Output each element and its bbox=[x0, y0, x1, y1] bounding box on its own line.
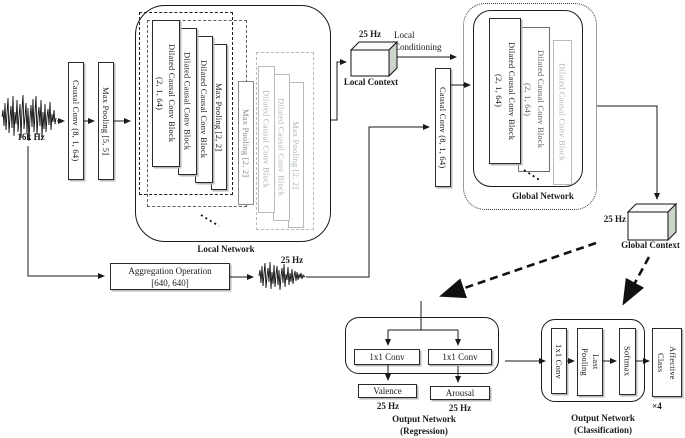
input-max-pooling-label: Max Pooling [5, 5] bbox=[101, 86, 111, 156]
softmax-block: Softmax bbox=[619, 328, 636, 395]
aggregated-waveform-icon bbox=[258, 261, 306, 291]
global-conv-1-label: Dilated Causal Conv Block bbox=[507, 41, 517, 141]
local-front-conv-block-1: Dilated Causal Conv Block (2, 1, 64) bbox=[152, 20, 180, 167]
softmax-label: Softmax bbox=[622, 346, 633, 377]
local-front-conv-block-3: Dilated Causal Conv Block bbox=[195, 36, 213, 183]
global-network-caption: Global Network bbox=[512, 191, 574, 201]
global-conv-2-label: Dilated Causal Conv Block bbox=[536, 50, 546, 149]
regression-conv-left-label: 1x1 Conv bbox=[369, 352, 405, 362]
local-front-conv-2-label: Dilated Causal Conv Block bbox=[182, 52, 193, 151]
valence-label: Valence bbox=[373, 386, 402, 396]
arousal-rate: 25 Hz bbox=[448, 403, 472, 413]
affective-class-word1: Affective bbox=[668, 345, 678, 380]
affective-class-text: Affective Class bbox=[655, 346, 679, 380]
classification-conv-label: 1x1 Conv bbox=[554, 343, 564, 379]
input-causal-conv-label: Causal Conv (8, 1, 64) bbox=[71, 80, 81, 162]
regression-conv-right-label: 1x1 Conv bbox=[442, 352, 478, 362]
local-front-conv-1-label: Dilated Causal Conv Block bbox=[167, 44, 177, 143]
regression-conv-left-block: 1x1 Conv bbox=[354, 349, 420, 365]
classification-caption-line1: Output Network bbox=[571, 413, 635, 423]
local-conditioning-word1: Local bbox=[394, 30, 415, 40]
global-conv-block-1: Dilated Causal Conv Block (2, 1, 64) bbox=[489, 18, 521, 164]
valence-rate: 25 Hz bbox=[376, 401, 400, 411]
local-conditioning-word2: Conditioning bbox=[394, 41, 442, 52]
local-back-conv-2-label: Dilated Causal Conv Block bbox=[276, 98, 287, 197]
last-pooling-block: Last Pooling bbox=[577, 328, 603, 396]
affective-class-block: Affective Class bbox=[652, 328, 682, 397]
regression-caption-line1: Output Network bbox=[392, 414, 456, 424]
local-network-container bbox=[135, 5, 331, 242]
local-back-conv-1-label: Dilated Causal Conv Block bbox=[261, 90, 272, 189]
arousal-block: Arousal bbox=[430, 386, 490, 400]
last-pooling-word1: Last bbox=[591, 354, 601, 370]
local-back-conv-block-2: Dilated Causal Conv Block bbox=[273, 74, 290, 221]
local-front-conv-block-2: Dilated Causal Conv Block bbox=[178, 28, 197, 175]
global-conv-2-text: Dilated Causal Conv Block (2, 1, 64) bbox=[521, 50, 547, 148]
local-context-rate: 25 Hz bbox=[358, 29, 382, 39]
global-context-cube-icon bbox=[626, 202, 678, 242]
local-front-group-outline bbox=[139, 12, 233, 195]
local-middle-maxpool-block: Max Pooling [2, 2] bbox=[238, 81, 254, 205]
global-context-rate: 25 Hz bbox=[603, 214, 626, 224]
global-branch-causal-conv-label: Causal Conv (8, 1, 64) bbox=[438, 86, 448, 169]
local-front-maxpool-label: Max Pooling [2, 2] bbox=[214, 82, 224, 152]
input-causal-conv-block: Causal Conv (8, 1, 64) bbox=[68, 62, 84, 180]
last-pooling-text: Last Pooling bbox=[579, 348, 601, 376]
local-back-conv-block-1: Dilated Causal Conv Block bbox=[258, 66, 275, 213]
global-network-inner bbox=[473, 10, 583, 187]
aggregation-params: [640, 640] bbox=[151, 277, 189, 288]
classification-multiplier: ×4 bbox=[652, 401, 662, 411]
classification-caption-line2: (Classification) bbox=[574, 424, 632, 435]
local-context-cube-icon bbox=[349, 40, 399, 78]
global-conv-3-label: Dilated Causal Conv Block bbox=[557, 63, 568, 162]
global-conv-2-params: (2, 1, 64) bbox=[523, 82, 533, 117]
arousal-label: Arousal bbox=[445, 388, 475, 398]
global-conv-1-text: Dilated Causal Conv Block (2, 1, 64) bbox=[492, 42, 518, 140]
input-max-pooling-block: Max Pooling [5, 5] bbox=[98, 62, 114, 180]
input-rate-label: 16k Hz bbox=[17, 132, 45, 142]
regression-network-container bbox=[345, 317, 499, 374]
valence-block: Valence bbox=[358, 384, 417, 398]
aggregation-rate: 25 Hz bbox=[280, 255, 304, 265]
aggregation-title: Aggregation Operation bbox=[128, 265, 212, 276]
aggregation-operation-block: Aggregation Operation [640, 640] bbox=[110, 263, 230, 290]
local-back-maxpool-block: Max Pooling [2, 2] bbox=[288, 82, 304, 228]
global-network-outer bbox=[463, 3, 597, 210]
classification-conv-block: 1x1 Conv bbox=[551, 328, 567, 394]
global-conv-block-2: Dilated Causal Conv Block (2, 1, 64) bbox=[518, 27, 550, 172]
local-front-conv-1-params: (2, 1, 64) bbox=[155, 76, 165, 111]
local-back-maxpool-label: Max Pooling [2, 2] bbox=[291, 120, 301, 190]
local-front-maxpool-block: Max Pooling [2, 2] bbox=[211, 44, 227, 190]
regression-conv-right-block: 1x1 Conv bbox=[428, 349, 492, 365]
local-context-caption: Local Context bbox=[343, 77, 399, 87]
local-network-caption: Local Network bbox=[197, 244, 255, 254]
global-context-caption: Global Context bbox=[621, 240, 680, 250]
global-branch-causal-conv-block: Causal Conv (8, 1, 64) bbox=[435, 68, 451, 187]
last-pooling-word2: Pooling bbox=[580, 348, 590, 376]
local-front-conv-3-label: Dilated Causal Conv Block bbox=[199, 60, 209, 159]
local-middle-maxpool-label: Max Pooling [2, 2] bbox=[241, 108, 251, 178]
context-feed-dashed-arrows bbox=[439, 241, 651, 306]
regression-caption: Output Network (Regression) bbox=[374, 414, 474, 437]
affective-class-word2: Class bbox=[656, 352, 666, 373]
local-conditioning-label: Local Conditioning bbox=[394, 30, 456, 53]
classification-caption: Output Network (Classification) bbox=[553, 413, 653, 436]
global-conv-1-params: (2, 1, 64) bbox=[494, 74, 504, 108]
global-conv-block-3: Dilated Causal Conv Block bbox=[553, 40, 572, 185]
regression-caption-line2: (Regression) bbox=[400, 425, 448, 436]
local-front-conv-1-text: Dilated Causal Conv Block (2, 1, 64) bbox=[154, 44, 178, 142]
